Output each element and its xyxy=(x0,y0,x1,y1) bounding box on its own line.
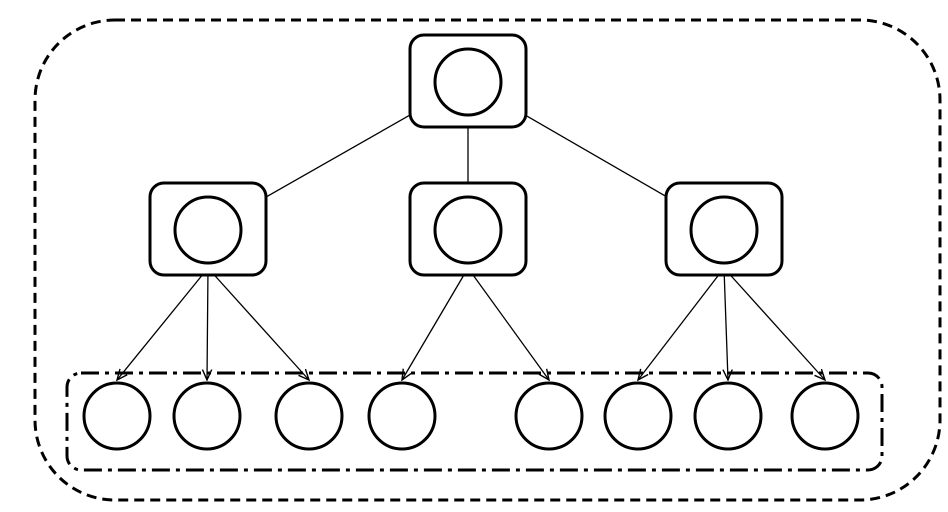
middle-node-m2-circle xyxy=(433,195,503,265)
middle-node-m1-circle xyxy=(173,195,243,265)
edge-m2-l4 xyxy=(402,267,469,380)
root-node-circle xyxy=(433,47,503,117)
edge-m1-l3 xyxy=(207,267,309,380)
leaf-node-l2-circle xyxy=(172,381,242,451)
leaf-node-l5-circle xyxy=(514,381,584,451)
edge-m1-l1 xyxy=(117,267,209,380)
edge-m3-l6 xyxy=(638,267,725,380)
leaf-group-boundary xyxy=(65,371,884,472)
middle-node-m3-circle xyxy=(689,195,759,265)
leaf-node-l6-circle xyxy=(603,381,673,451)
leaf-node-l4-circle xyxy=(367,381,437,451)
edge-root-m1 xyxy=(238,97,440,212)
edge-m3-l7 xyxy=(724,267,728,380)
leaf-node-l8-circle xyxy=(790,381,860,451)
leaf-node-l3-circle xyxy=(274,381,344,451)
outer-dashed-boundary xyxy=(33,18,942,502)
edge-m3-l8 xyxy=(723,267,825,380)
leaf-node-l1-circle xyxy=(82,381,152,451)
edge-m2-l5 xyxy=(467,267,549,380)
edge-root-m3 xyxy=(496,97,694,213)
edge-m1-l2 xyxy=(207,267,208,380)
leaf-node-l7-circle xyxy=(693,381,763,451)
